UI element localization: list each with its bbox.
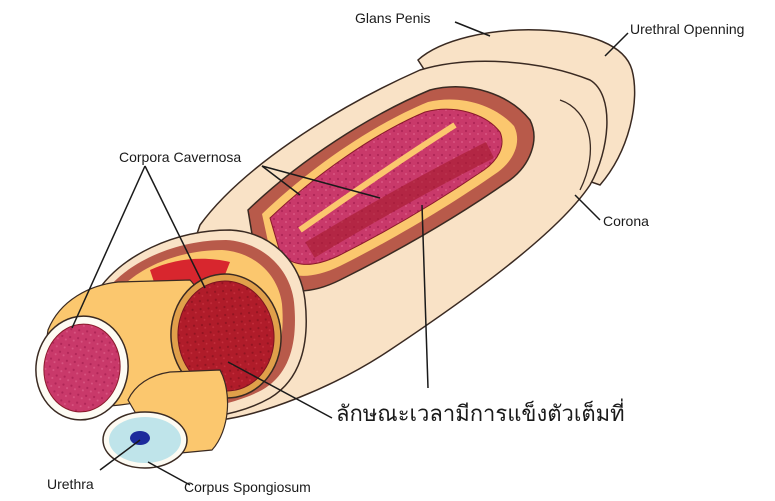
label-glans-penis: Glans Penis — [355, 10, 430, 26]
leader-corona — [575, 195, 600, 220]
label-urethral-opening: Urethral Openning — [630, 21, 744, 37]
urethra-lumen — [130, 431, 150, 445]
label-corpora-cavernosa: Corpora Cavernosa — [119, 149, 241, 165]
leader-glans — [455, 22, 490, 36]
label-corpus-spongiosum: Corpus Spongiosum — [184, 479, 311, 495]
label-urethra: Urethra — [47, 476, 94, 492]
label-erection-caption: ลักษณะเวลามีการแข็งตัวเต็มที่ — [336, 402, 625, 428]
label-corona: Corona — [603, 213, 649, 229]
